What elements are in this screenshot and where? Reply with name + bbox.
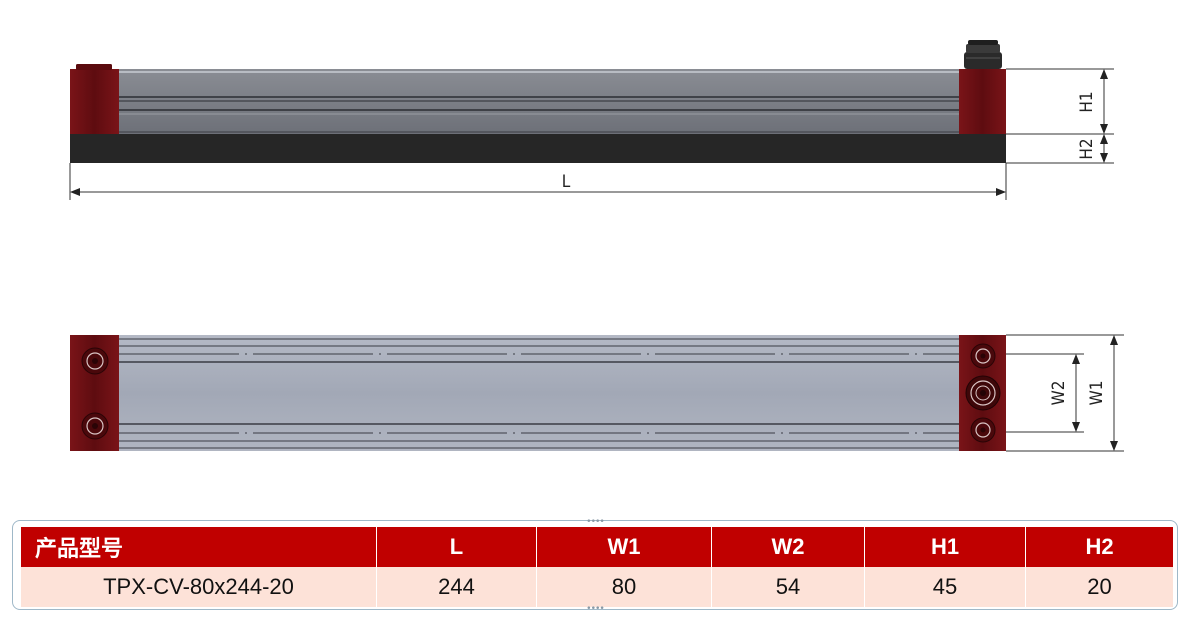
screw-hole-icon	[81, 412, 109, 440]
spec-table-container: •••• 产品型号 L W1 W2 H1 H2 TPX-CV-80x244-20…	[12, 517, 1178, 614]
air-port-icon	[965, 375, 1001, 411]
spec-table: 产品型号 L W1 W2 H1 H2 TPX-CV-80x244-20 244 …	[21, 527, 1173, 607]
cell-w2: 54	[711, 567, 865, 607]
table-row: TPX-CV-80x244-20 244 80 54 45 20	[21, 567, 1173, 607]
screw-hole-icon	[970, 343, 996, 369]
technical-drawing: H1 H2 L	[69, 40, 1124, 452]
drag-handle-bottom-icon[interactable]: ••••	[586, 604, 605, 614]
cell-w1: 80	[536, 567, 712, 607]
side-left-cap	[70, 69, 119, 134]
cell-h2: 20	[1025, 567, 1173, 607]
height-dimensions	[1006, 68, 1114, 164]
side-base	[70, 134, 1006, 163]
air-fitting-icon	[964, 40, 1002, 69]
header-l: L	[376, 527, 537, 567]
screw-hole-icon	[81, 347, 109, 375]
side-view: H1 H2 L	[69, 40, 1114, 200]
drag-handle-top-icon[interactable]: ••••	[586, 517, 605, 527]
screw-hole-icon	[970, 417, 996, 443]
header-h2: H2	[1025, 527, 1173, 567]
header-h1: H1	[864, 527, 1026, 567]
dim-label-w2: W2	[1049, 381, 1069, 406]
table-header-row: 产品型号 L W1 W2 H1 H2	[21, 527, 1173, 567]
length-dimension	[69, 163, 1007, 200]
cell-h1: 45	[864, 567, 1026, 607]
dim-label-w1: W1	[1087, 381, 1107, 406]
top-view: W2 W1	[70, 334, 1124, 452]
cell-model: TPX-CV-80x244-20	[21, 567, 377, 607]
top-rail	[119, 335, 959, 451]
dim-label-h1: H1	[1077, 91, 1097, 112]
width-dimensions	[1006, 334, 1124, 452]
header-model: 产品型号	[21, 527, 377, 567]
header-w2: W2	[711, 527, 865, 567]
cell-l: 244	[376, 567, 537, 607]
dim-label-l: L	[562, 172, 571, 192]
dim-label-h2: H2	[1077, 138, 1097, 159]
side-right-cap	[959, 69, 1006, 134]
header-w1: W1	[536, 527, 712, 567]
